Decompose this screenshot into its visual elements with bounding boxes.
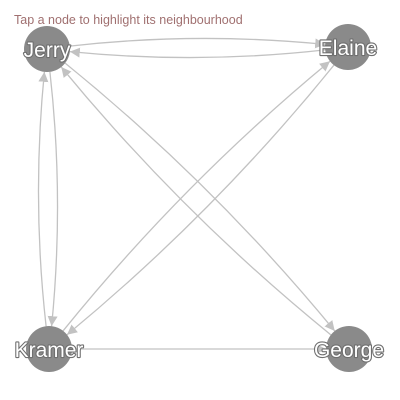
node-jerry-circle[interactable]	[24, 26, 70, 72]
edge-jerry-to-elaine	[69, 37, 326, 49]
node-kramer-label: Kramer	[15, 339, 84, 362]
edge-george-to-jerry	[60, 66, 332, 336]
node-george-label: George	[314, 339, 384, 362]
edge-kramer-to-elaine	[62, 60, 331, 332]
edge-kramer-to-jerry	[37, 71, 49, 327]
edges-layer	[37, 37, 336, 354]
node-george[interactable]: George	[313, 326, 385, 372]
edge-jerry-to-kramer	[47, 71, 59, 327]
node-jerry[interactable]: Jerry	[23, 26, 72, 72]
edge-jerry-to-george	[64, 62, 336, 332]
node-kramer-circle[interactable]	[26, 326, 72, 372]
node-elaine-label: Elaine	[319, 37, 377, 60]
node-elaine[interactable]: Elaine	[318, 24, 378, 70]
edge-elaine-to-jerry	[69, 47, 326, 59]
instruction-text: Tap a node to highlight its neighbourhoo…	[14, 13, 243, 27]
node-george-circle[interactable]	[326, 326, 372, 372]
node-kramer[interactable]: Kramer	[13, 326, 85, 372]
node-jerry-label: Jerry	[24, 39, 71, 62]
edge-elaine-to-kramer	[66, 64, 335, 336]
node-elaine-circle[interactable]	[325, 24, 371, 70]
